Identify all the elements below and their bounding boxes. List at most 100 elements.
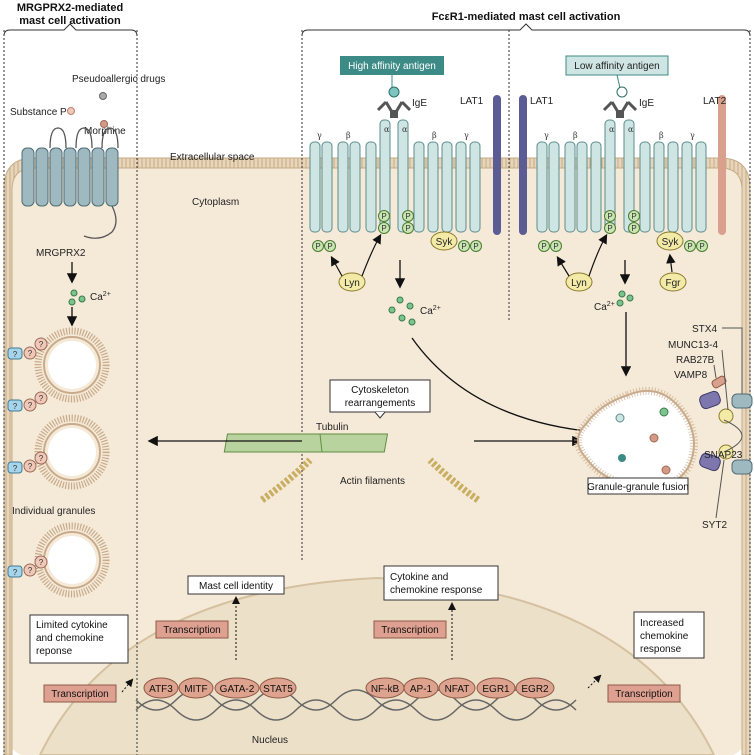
increased-line1: Increased	[640, 618, 684, 629]
svg-text:P: P	[607, 212, 612, 221]
calcium-label-high: Ca2+	[420, 305, 441, 317]
svg-text:β: β	[432, 131, 437, 140]
fused-granule-icon	[574, 387, 698, 494]
arrow	[411, 337, 598, 437]
mast-cell-identity-box	[187, 575, 285, 595]
right-brace	[301, 23, 751, 37]
actin-label: Actin filaments	[340, 476, 405, 487]
granule-fusion-box	[587, 477, 689, 495]
munc-label: MUNC13-4	[668, 340, 718, 351]
transcription-box	[43, 684, 117, 703]
cytoskeleton-line2: rearrangements	[345, 398, 416, 409]
cytokine-line1: Cytokine and	[390, 572, 448, 583]
cytoplasm-label: Cytoplasm	[192, 197, 239, 208]
svg-text:γ: γ	[464, 131, 469, 140]
unknown-snare-icon: ? ? ?	[7, 451, 48, 474]
increased-response-box	[633, 611, 705, 659]
svg-text:P: P	[631, 212, 636, 221]
transcription-factor-label: EGR1	[482, 684, 510, 695]
limited-line3: reponse	[36, 646, 73, 657]
unknown-snare-icon: ? ? ?	[7, 391, 48, 412]
leader	[721, 349, 729, 411]
arrow	[121, 678, 134, 693]
transcription-factor-label: STAT5	[263, 684, 293, 695]
lat2-bar-icon	[718, 95, 726, 235]
transcription-factor-icon	[403, 677, 439, 699]
calcium-label-left: Ca2+	[90, 291, 111, 303]
transcription-factor-icon	[476, 677, 516, 699]
transcription-box	[373, 620, 447, 639]
arrow	[361, 233, 382, 277]
left-header-line1: MRGPRX2-mediated	[17, 2, 123, 14]
drugs-label: Pseudoallergic drugs	[72, 74, 165, 85]
svg-text:α: α	[402, 125, 408, 134]
lat2-label: LAT2	[703, 96, 727, 107]
svg-text:γ: γ	[544, 131, 549, 140]
transcription-factor-label: NF-kB	[371, 684, 400, 695]
transcription-factor-label: EGR2	[521, 684, 549, 695]
unknown-snare-icon: ? ? ?	[7, 555, 48, 578]
syk-label-low: Syk	[662, 237, 680, 248]
limited-line1: Limited cytokine	[36, 620, 108, 631]
svg-text:?: ?	[28, 349, 33, 358]
calcium-icon	[68, 289, 86, 306]
svg-text:γ: γ	[317, 131, 322, 140]
svg-text:?: ?	[39, 340, 44, 349]
nucleus-label: Nucleus	[252, 735, 288, 746]
svg-text:?: ?	[13, 350, 18, 359]
cytokine-response-box	[383, 565, 499, 601]
unknown-snare-icon: ? ? ?	[7, 337, 48, 360]
lat1-bar-icon	[519, 95, 527, 235]
syt-label: SYT2	[702, 520, 727, 531]
fgr-kinase-icon	[659, 272, 687, 292]
arrow	[588, 233, 608, 277]
phospho-icons-low: P P P P P P P P	[538, 210, 708, 252]
svg-text:IgE: IgE	[639, 98, 654, 109]
svg-text:P: P	[541, 242, 546, 251]
lyn-kinase-icon	[338, 272, 366, 292]
left-brace	[3, 23, 138, 37]
lyn-label-low: Lyn	[571, 278, 587, 289]
right-header: FcεR1-mediated mast cell activation	[432, 11, 621, 23]
transcription-factor-icon	[178, 677, 214, 699]
svg-text:P: P	[381, 212, 386, 221]
granule	[34, 414, 110, 490]
svg-text:?: ?	[28, 566, 33, 575]
syk-kinase-icon	[430, 231, 458, 251]
tubulin-label: Tubulin	[316, 422, 348, 433]
vamp-label: VAMP8	[674, 370, 708, 381]
leader	[715, 459, 725, 519]
svg-text:P: P	[405, 212, 410, 221]
callout-tail	[374, 411, 386, 419]
svg-text:β: β	[659, 131, 664, 140]
transcription-label: Transcription	[163, 625, 220, 636]
transcription-factor-label: ATF3	[149, 684, 173, 695]
arrow	[587, 674, 602, 689]
substance-p-label: Substance P	[10, 107, 67, 118]
svg-text:?: ?	[39, 558, 44, 567]
svg-text:?: ?	[39, 394, 44, 403]
arrow	[330, 255, 343, 277]
tubulin-icon	[223, 433, 389, 453]
limited-line2: and chemokine	[36, 633, 104, 644]
svg-text:α: α	[609, 125, 615, 134]
svg-text:?: ?	[28, 401, 33, 410]
low-affinity-label: Low affinity antigen	[574, 61, 659, 72]
transcription-factor-label: GATA-2	[220, 684, 255, 695]
svg-text:P: P	[315, 242, 320, 251]
transcription-label: Transcription	[381, 625, 438, 636]
leader	[722, 327, 743, 394]
drug-ligand-icon	[99, 92, 107, 100]
arrow	[666, 253, 676, 273]
transcription-factor-icon	[438, 677, 476, 699]
rab-label: RAB27B	[676, 355, 715, 366]
phospho-icons-high: P P P P P P P P	[312, 210, 482, 252]
transcription-factor-label: MITF	[184, 684, 207, 695]
svg-text:β: β	[346, 131, 351, 140]
svg-text:?: ?	[13, 568, 18, 577]
snare-complex-icon	[699, 375, 753, 475]
transcription-factor-label: AP-1	[410, 684, 433, 695]
arrow	[556, 255, 570, 277]
lyn-kinase-icon	[565, 272, 593, 292]
